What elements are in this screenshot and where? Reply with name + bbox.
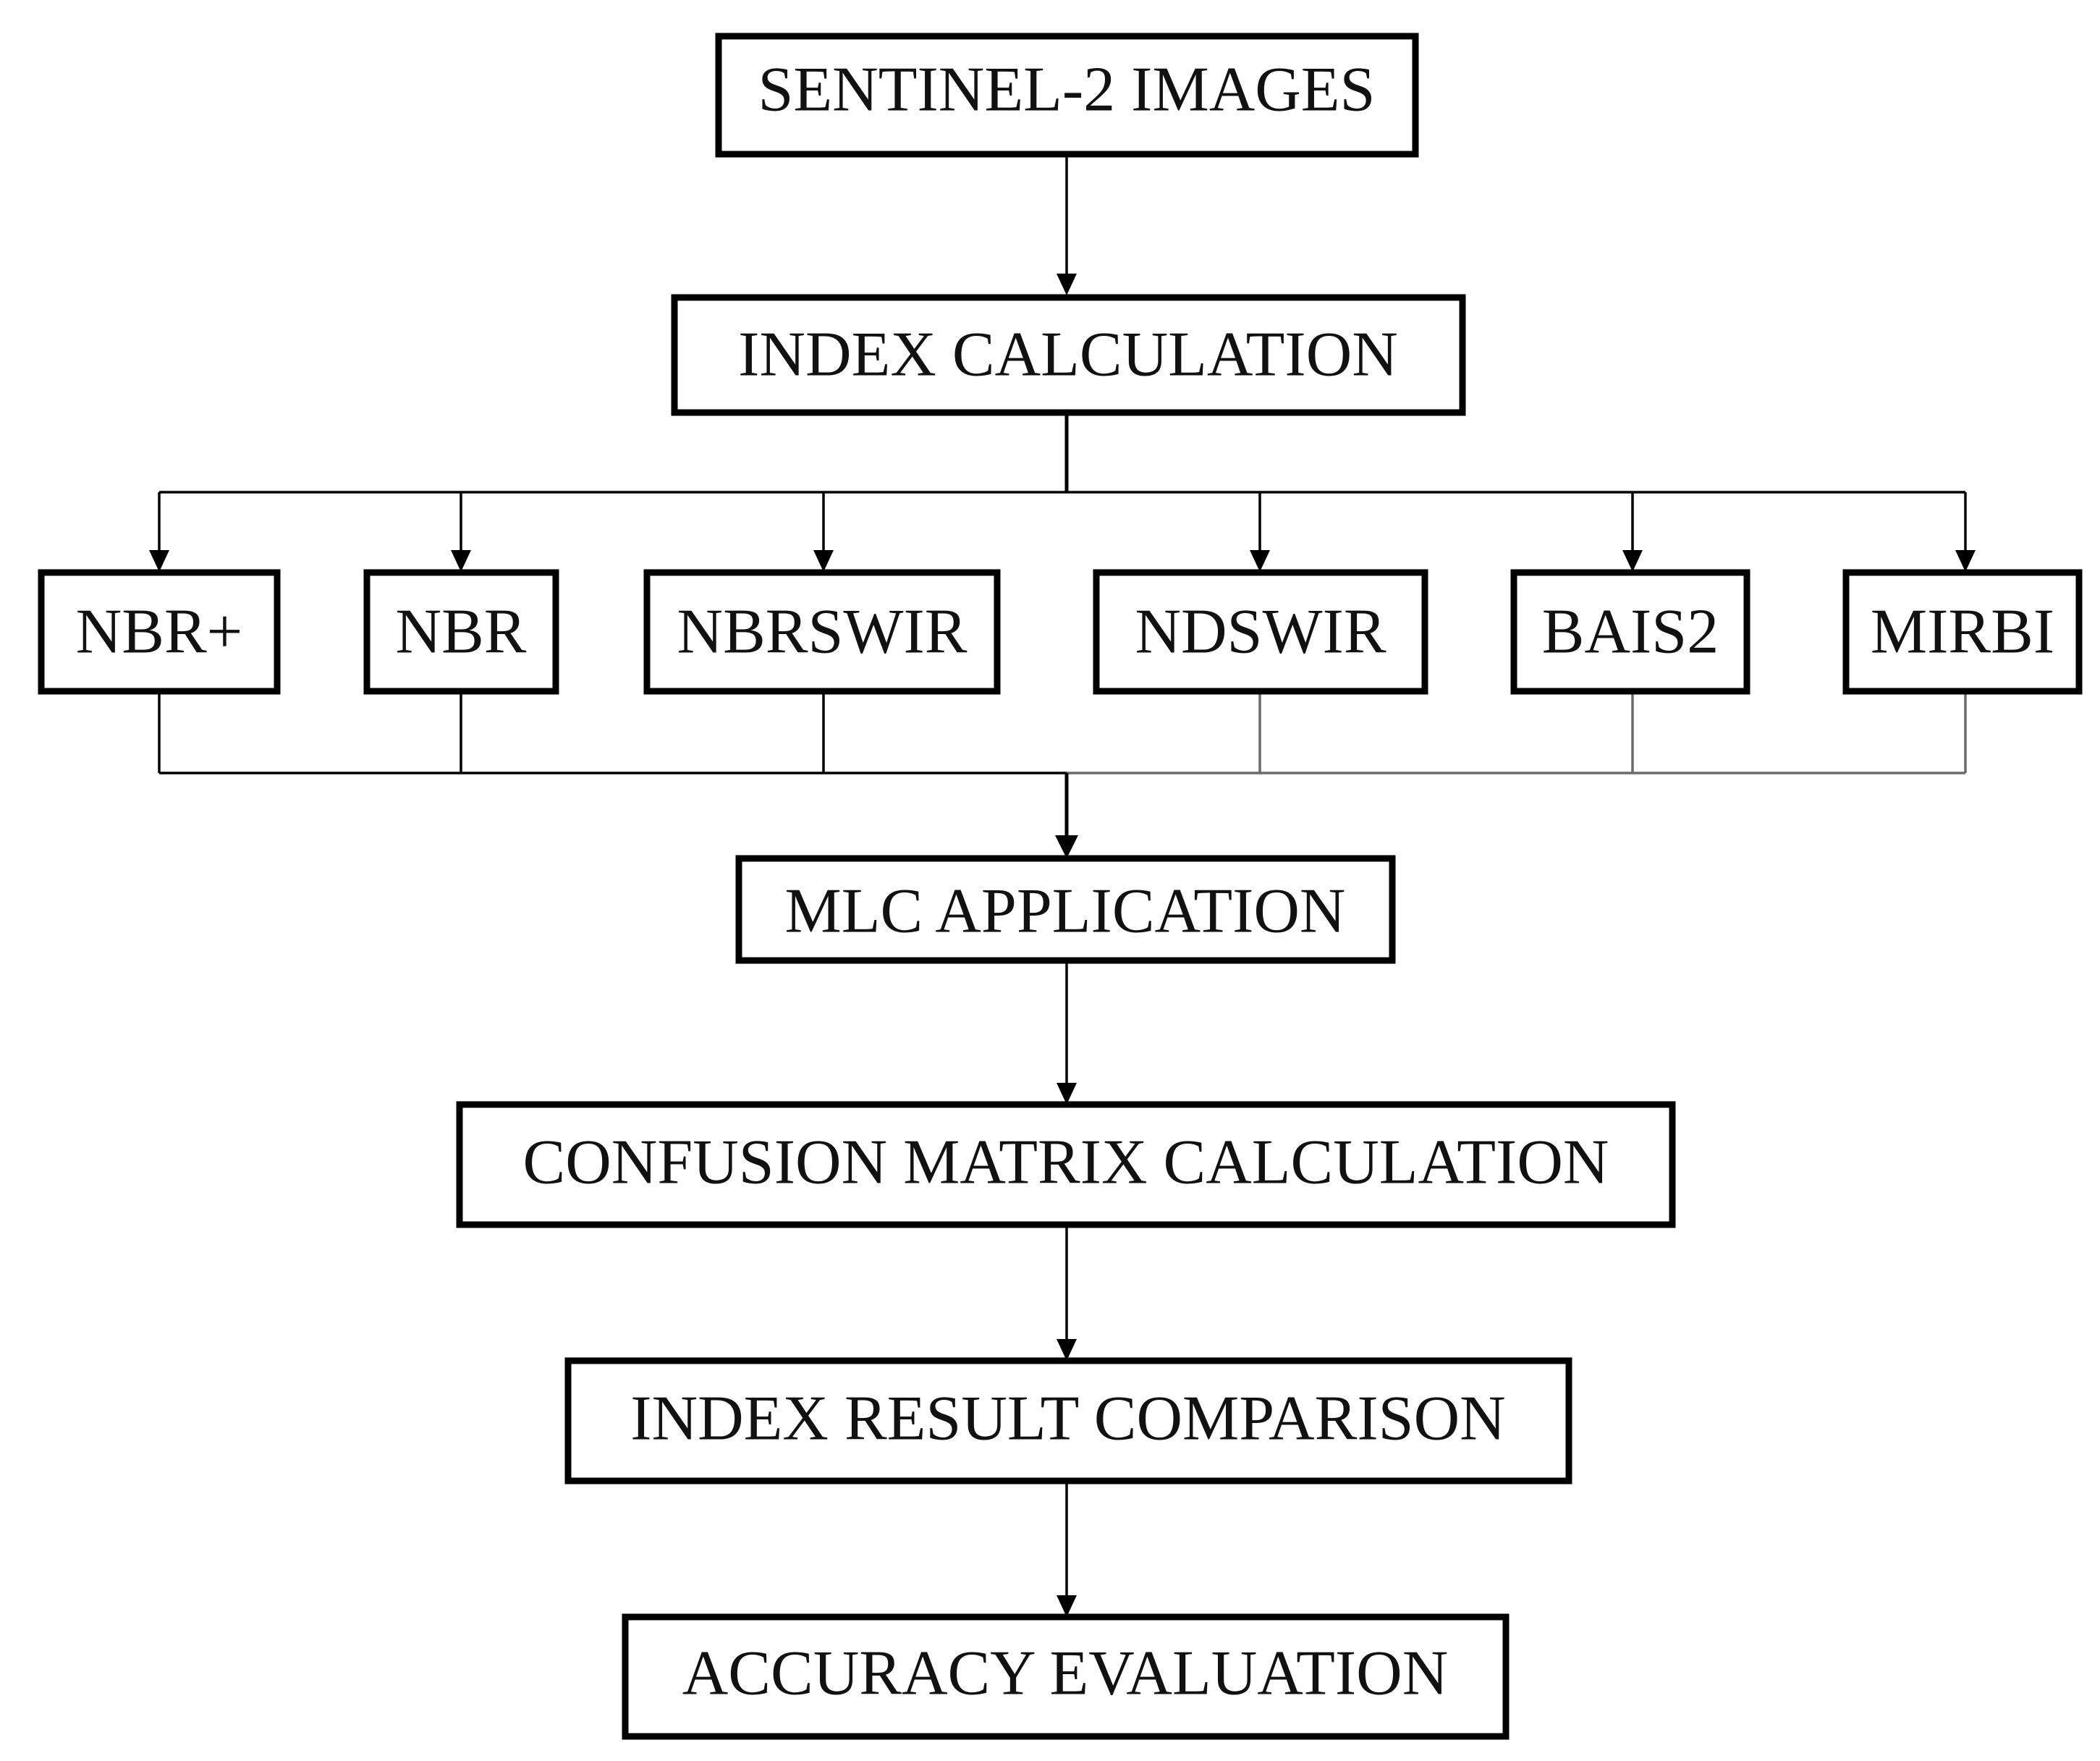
arrowhead-mirbi	[1955, 550, 1976, 572]
node-index-nbr-label: NBR	[396, 597, 527, 667]
node-index-nbrswir-label: NBRSWIR	[677, 597, 968, 667]
node-mlc-application: MLC APPLICATION	[735, 855, 1396, 964]
node-index-nbr-plus-label: NBR+	[76, 597, 243, 667]
node-confusion-matrix: CONFUSION MATRIX CALCULATION	[456, 1101, 1676, 1228]
node-index-calculation-label: INDEX CALCULATION	[738, 320, 1398, 390]
node-index-nbr: NBR	[363, 569, 559, 695]
node-mlc-application-label: MLC APPLICATION	[785, 877, 1346, 947]
node-index-result-comparison: INDEX RESULT COMPARISON	[564, 1357, 1572, 1485]
arrowhead-bais2	[1622, 550, 1643, 572]
node-accuracy-evaluation-label: ACCURACY EVALUATION	[682, 1639, 1449, 1709]
node-index-mirbi-label: MIRBI	[1871, 597, 2054, 667]
node-index-bais2-label: BAIS2	[1542, 597, 1719, 667]
node-index-ndswir: NDSWIR	[1093, 569, 1428, 695]
arrowhead-confusion	[1057, 1083, 1077, 1105]
node-index-mirbi: MIRBI	[1842, 569, 2083, 695]
node-accuracy-evaluation: ACCURACY EVALUATION	[622, 1613, 1510, 1740]
node-index-nbr-plus: NBR+	[38, 569, 281, 695]
arrowhead-nbrswir	[813, 550, 834, 572]
node-index-ndswir-label: NDSWIR	[1135, 597, 1386, 667]
connectors	[149, 154, 1976, 1617]
arrowhead-nbr	[451, 550, 471, 572]
arrowhead-mlc	[1055, 835, 1078, 858]
node-confusion-matrix-label: CONFUSION MATRIX CALCULATION	[523, 1128, 1609, 1198]
arrowhead-accuracy	[1057, 1595, 1077, 1617]
arrowhead-ndswir	[1250, 550, 1270, 572]
arrowhead-comparison	[1057, 1339, 1077, 1361]
arrowhead-nbr-plus	[149, 550, 169, 572]
node-index-calculation: INDEX CALCULATION	[671, 294, 1466, 416]
node-index-nbrswir: NBRSWIR	[643, 569, 1001, 695]
node-sentinel-images-label: SENTINEL-2 IMAGES	[758, 55, 1375, 125]
node-sentinel-images: SENTINEL-2 IMAGES	[715, 33, 1419, 158]
arrowhead-index-calc	[1057, 274, 1077, 295]
node-index-bais2: BAIS2	[1510, 569, 1750, 695]
node-index-result-comparison-label: INDEX RESULT COMPARISON	[630, 1384, 1505, 1454]
